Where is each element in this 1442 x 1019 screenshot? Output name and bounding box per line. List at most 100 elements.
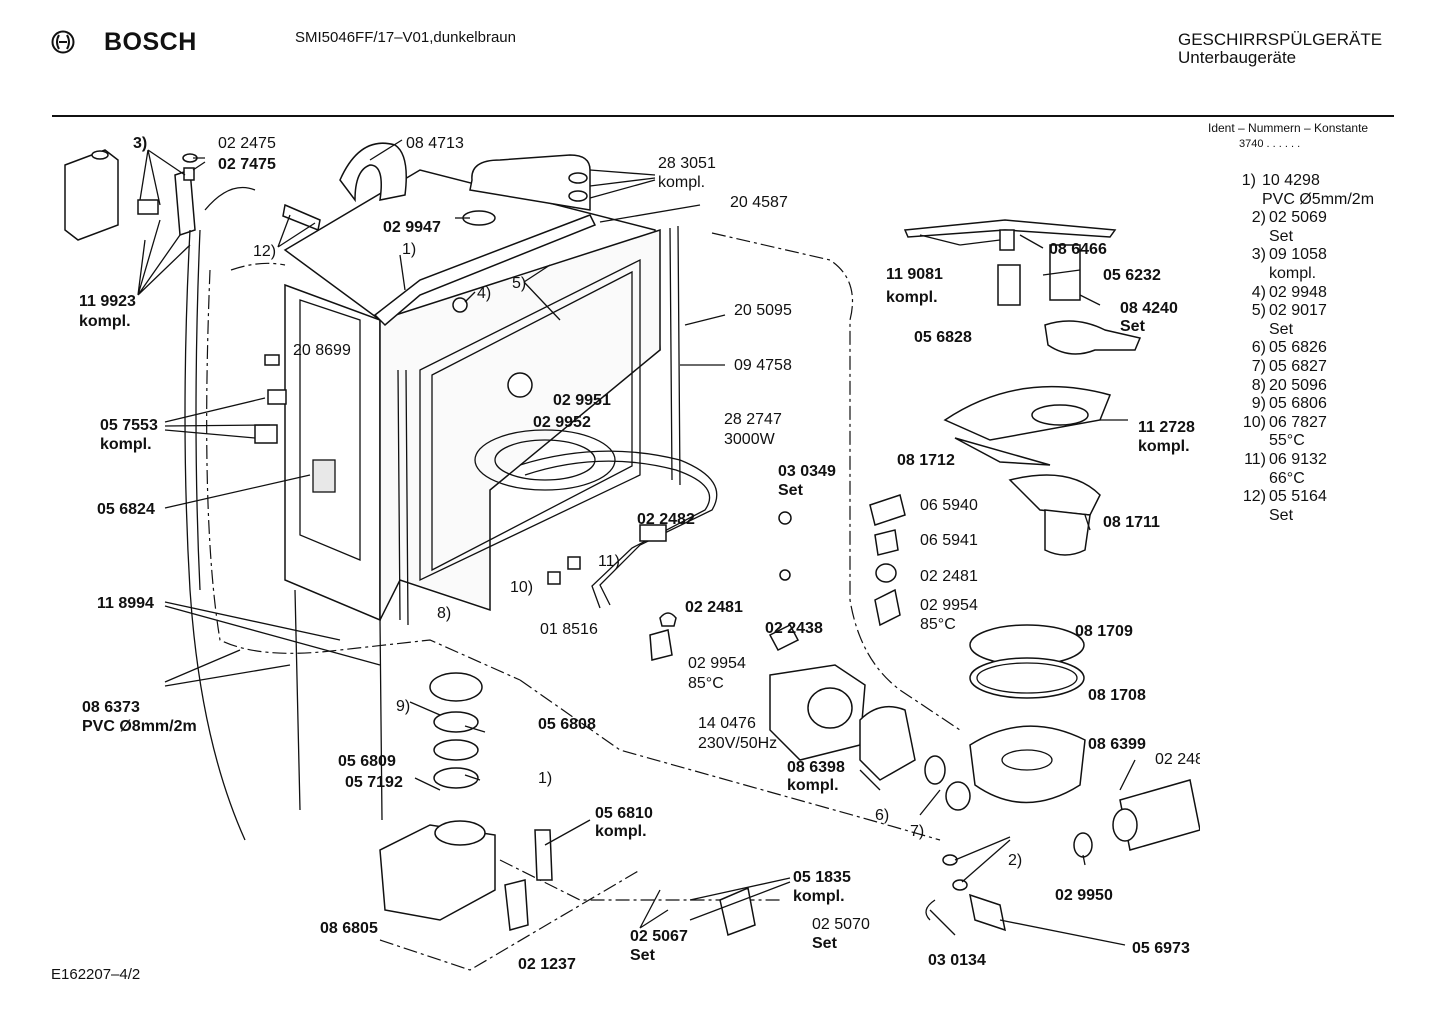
legend-item-value: 02 5069	[1269, 209, 1327, 227]
label-081711: 08 1711	[1103, 514, 1160, 531]
label-85c-b: 85°C	[920, 616, 956, 633]
label-025070: 02 5070	[812, 916, 870, 933]
label-084713: 08 4713	[406, 135, 464, 152]
label-030349: 03 0349	[778, 463, 836, 480]
label-021237: 02 1237	[518, 956, 576, 973]
label-086398: 08 6398	[787, 759, 845, 776]
legend-item: 8)20 5096	[1232, 377, 1432, 396]
legend-item-value: 02 9017	[1269, 302, 1327, 320]
brand-name: BOSCH	[104, 28, 197, 56]
label-029951: 02 9951	[553, 392, 611, 409]
label-119923: 11 9923	[79, 293, 136, 310]
legend-item-value: 02 9948	[1269, 283, 1327, 301]
legend-item-value: 05 6827	[1269, 358, 1327, 375]
legend-item-number: 12)	[1242, 488, 1266, 506]
header-divider	[52, 115, 1394, 117]
label-3000w: 3000W	[724, 431, 776, 448]
label-086373: 08 6373	[82, 699, 140, 716]
legend-item-number: 1)	[1241, 172, 1256, 189]
label-057553: 05 7553	[100, 417, 158, 434]
label-112728: 11 2728	[1138, 419, 1195, 436]
label-283051-kompl: kompl.	[658, 174, 705, 191]
legend-item-value: 06 7827	[1269, 413, 1327, 431]
label-081709: 08 1709	[1075, 623, 1133, 640]
heater-pot	[379, 672, 756, 937]
legend-item-number: 5)	[1251, 302, 1266, 320]
legend-item-value: 20 5096	[1269, 376, 1327, 394]
leader-lines	[137, 139, 1136, 946]
label-025067-set: Set	[630, 947, 656, 964]
label-025067: 02 5067	[630, 928, 688, 945]
legend-item-value: 09 1058	[1269, 246, 1327, 264]
label-084240-set: Set	[1120, 318, 1146, 335]
water-inlet-assembly	[64, 149, 256, 841]
legend-item: 9)05 6806	[1232, 395, 1432, 414]
label-3: 3)	[133, 135, 147, 152]
sump-rings	[969, 624, 1086, 804]
label-2: 2)	[1008, 852, 1022, 869]
label-065940: 06 5940	[920, 497, 978, 514]
label-057192: 05 7192	[345, 774, 403, 791]
label-4: 4)	[477, 285, 491, 302]
label-119923-kompl: kompl.	[79, 313, 131, 330]
legend-item-value: 05 5164	[1269, 488, 1327, 506]
label-056809: 05 6809	[338, 753, 396, 770]
drain-pump	[1112, 779, 1200, 851]
legend-item-value: 66°C	[1269, 469, 1305, 487]
label-1-mid: 1)	[538, 770, 552, 787]
brand-logo	[51, 30, 75, 54]
label-119081: 11 9081	[886, 266, 943, 283]
label-022438: 02 2438	[765, 620, 823, 637]
label-029950: 02 9950	[1055, 887, 1113, 904]
label-056828: 05 6828	[914, 329, 972, 346]
label-12: 12)	[253, 243, 276, 260]
tub-body	[283, 169, 661, 821]
label-230v-a: 230V/50Hz	[698, 735, 777, 752]
bosch-armature-logo-icon	[51, 30, 75, 54]
legend-item-value: kompl.	[1269, 264, 1317, 282]
label-056810-kompl: kompl.	[595, 823, 647, 840]
legend-item-value: 55°C	[1269, 432, 1305, 450]
label-11: 11)	[598, 553, 620, 570]
filter-plate	[943, 385, 1112, 556]
assembly-boundary-lines	[206, 232, 961, 971]
legend-item-number: 11)	[1244, 451, 1266, 468]
label-1-top: 1)	[402, 241, 416, 258]
spray-arm	[903, 219, 1142, 355]
label-027475: 02 7475	[218, 156, 276, 173]
legend-item-value: 05 6826	[1269, 339, 1327, 357]
label-081712: 08 1712	[897, 452, 955, 469]
label-086805: 08 6805	[320, 920, 378, 937]
heater-element	[519, 450, 718, 609]
label-8: 8)	[437, 605, 451, 622]
door-seals	[397, 225, 681, 626]
konstante-value: 3740 . . . . . .	[1239, 138, 1301, 150]
legend-item-number: 8)	[1251, 376, 1266, 394]
spray-channel-group	[282, 142, 597, 327]
legend-item-number: 7)	[1251, 358, 1266, 375]
label-057553-kompl: kompl.	[100, 436, 152, 453]
label-084240: 08 4240	[1120, 300, 1178, 317]
category-subtitle: Unterbaugeräte	[1178, 48, 1297, 67]
part-number-labels: 3) 02 2475 02 7475 08 4713 28 3051 kompl…	[79, 135, 1200, 973]
label-282747: 28 2747	[724, 411, 782, 428]
label-208699: 20 8699	[293, 342, 351, 359]
label-022489: 02 2489	[1155, 751, 1200, 768]
label-283051: 28 3051	[658, 155, 716, 172]
legend-item-value: PVC Ø5mm/2m	[1262, 190, 1375, 208]
legend-item-number: 10)	[1242, 413, 1266, 431]
label-022481-b: 02 2481	[920, 568, 978, 585]
legend-item-number: 3)	[1251, 246, 1266, 264]
label-081708: 08 1708	[1088, 687, 1146, 704]
legend-item-value: 05 6806	[1269, 395, 1327, 413]
label-056824: 05 6824	[97, 501, 155, 518]
drawing-id: E162207–4/2	[51, 966, 141, 983]
legend-item-number: 9)	[1251, 395, 1266, 413]
label-5: 5)	[512, 275, 526, 292]
label-030134: 03 0134	[928, 952, 986, 969]
